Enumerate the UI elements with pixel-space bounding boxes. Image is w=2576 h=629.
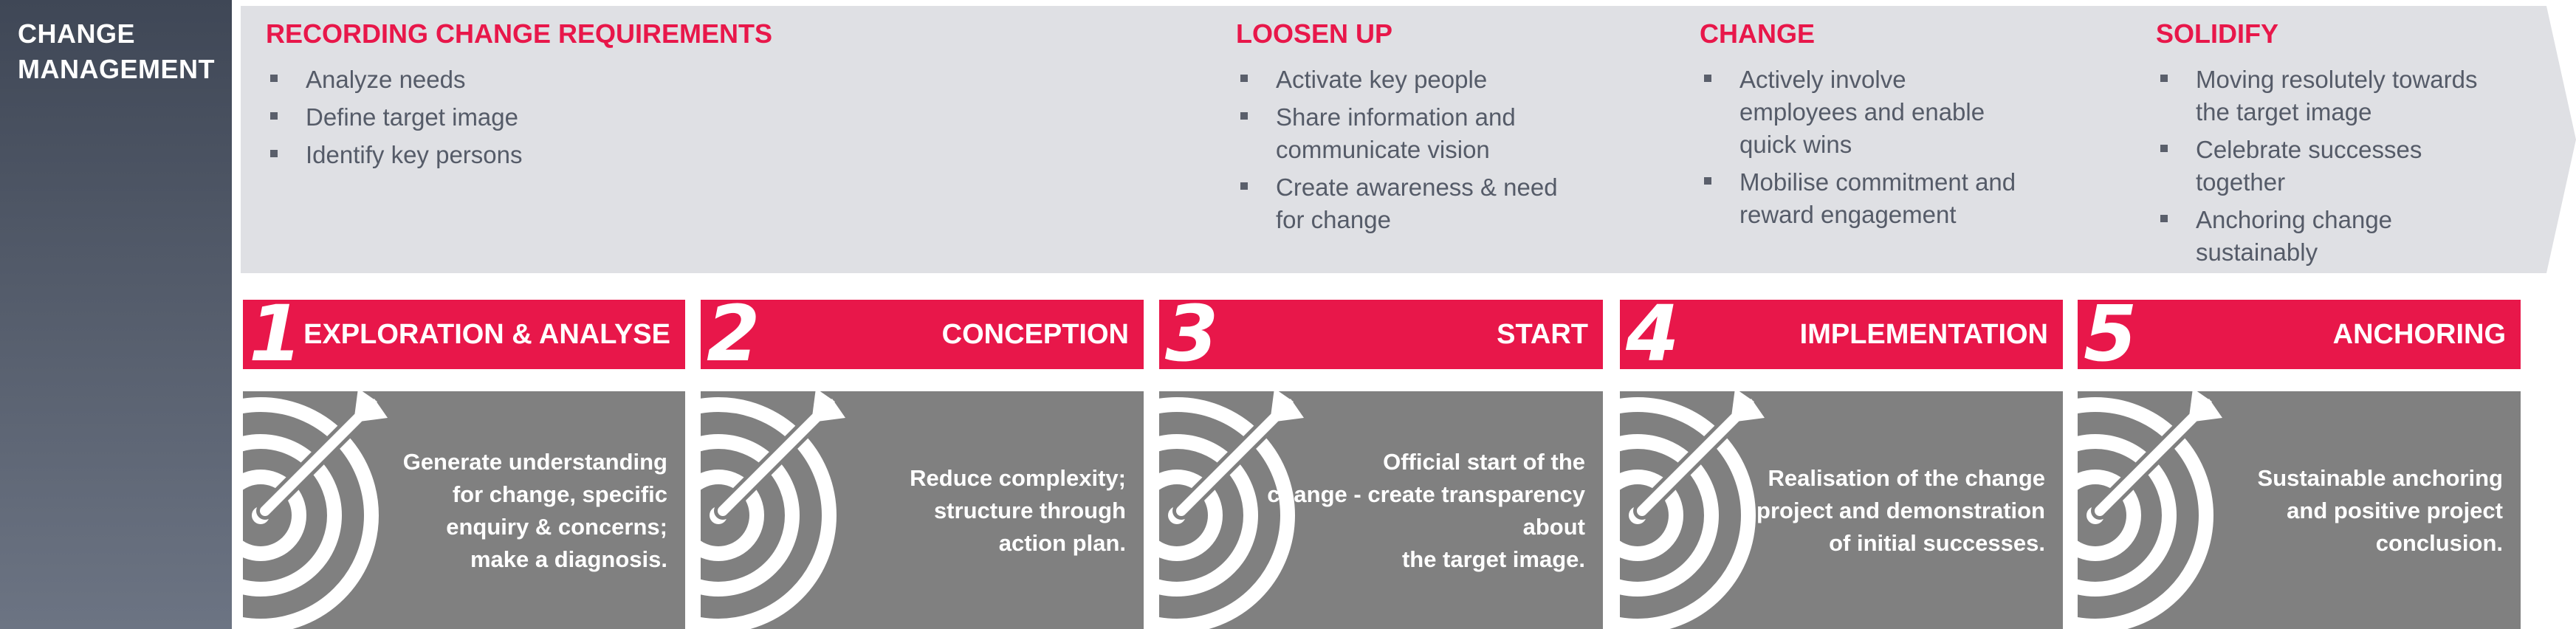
list-item: Analyze needs — [266, 63, 1078, 96]
phase-number: 4 — [1626, 300, 1680, 369]
list-item: Create awareness & need for change — [1236, 171, 1561, 236]
phase-description: Official start of the change - create tr… — [1267, 449, 1585, 572]
stage-title: SOLIDIFY — [2156, 18, 2279, 49]
phase-description-box-1: Generate understanding for change, speci… — [243, 391, 685, 629]
phase-number: 1 — [249, 300, 303, 369]
target-icon — [1620, 391, 1765, 629]
phase-bar-3: 3 START — [1159, 300, 1603, 369]
list-item: Moving resolutely towards the target ima… — [2156, 63, 2503, 128]
stage-title: RECORDING CHANGE REQUIREMENTS — [266, 18, 773, 49]
phase-label: ANCHORING — [2332, 319, 2506, 350]
list-item: Anchoring change sustainably — [2156, 204, 2503, 269]
target-icon — [701, 391, 845, 629]
target-icon — [243, 391, 388, 629]
stage-list: Activate key people Share information an… — [1236, 63, 1561, 241]
list-item: Share information and communicate vision — [1236, 101, 1561, 166]
phase-description: Sustainable anchoring and positive proje… — [2257, 465, 2503, 556]
stage-chevron-loosen-up: LOOSEN UP Activate key people Share info… — [1158, 6, 1661, 273]
phase-description-box-4: Realisation of the change project and de… — [1620, 391, 2063, 629]
phase-description-box-5: Sustainable anchoring and positive proje… — [2078, 391, 2521, 629]
phase-bar-2: 2 CONCEPTION — [701, 300, 1144, 369]
list-item: Actively involve employees and enable qu… — [1700, 63, 2024, 161]
list-item: Identify key persons — [266, 139, 1078, 171]
phase-description-box-2: Reduce complexity; structure through act… — [701, 391, 1144, 629]
phase-bar-4: 4 IMPLEMENTATION — [1620, 300, 2063, 369]
sidebar: CHANGE MANAGEMENT — [0, 0, 232, 629]
phase-bar-5: 5 ANCHORING — [2078, 300, 2521, 369]
stage-chevron-change: CHANGE Actively involve employees and en… — [1621, 6, 2118, 273]
phase-description-box-3: Official start of the change - create tr… — [1159, 391, 1603, 629]
stage-list: Actively involve employees and enable qu… — [1700, 63, 2024, 236]
target-icon — [1159, 391, 1304, 629]
sidebar-title: CHANGE MANAGEMENT — [18, 18, 215, 84]
list-item: Mobilise commitment and reward engagemen… — [1700, 166, 2024, 231]
list-item: Celebrate successes together — [2156, 134, 2503, 199]
stage-chevron-solidify: SOLIDIFY Moving resolutely towards the t… — [2078, 6, 2576, 273]
phase-label: CONCEPTION — [941, 319, 1129, 350]
list-item: Define target image — [266, 101, 1078, 134]
stage-list: Analyze needs Define target image Identi… — [266, 63, 1078, 176]
list-item: Activate key people — [1236, 63, 1561, 96]
stage-list: Moving resolutely towards the target ima… — [2156, 63, 2503, 273]
phase-description: Realisation of the change project and de… — [1756, 465, 2045, 556]
phase-number: 3 — [1165, 300, 1219, 369]
phase-description: Generate understanding for change, speci… — [402, 449, 667, 572]
stage-chevron-recording: RECORDING CHANGE REQUIREMENTS Analyze ne… — [241, 6, 1202, 273]
phase-description: Reduce complexity; structure through act… — [910, 465, 1126, 556]
stage-title: LOOSEN UP — [1236, 18, 1393, 49]
phase-label: EXPLORATION & ANALYSE — [303, 319, 670, 350]
phase-label: IMPLEMENTATION — [1799, 319, 2048, 350]
phase-number: 5 — [2084, 300, 2137, 369]
phase-label: START — [1497, 319, 1588, 350]
phase-number: 2 — [707, 300, 760, 369]
stage-title: CHANGE — [1700, 18, 1816, 49]
target-icon — [2078, 391, 2222, 629]
phase-bar-1: 1 EXPLORATION & ANALYSE — [243, 300, 685, 369]
